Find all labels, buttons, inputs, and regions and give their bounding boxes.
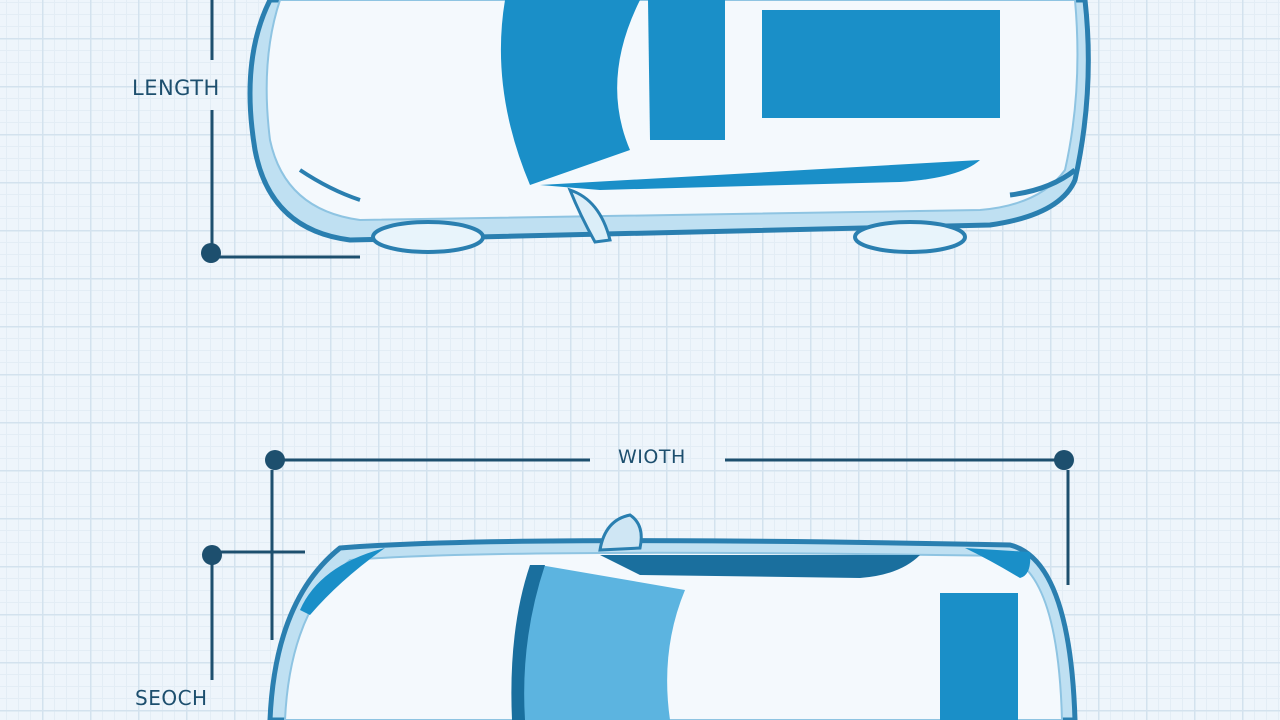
length-label: LENGTH <box>132 76 220 100</box>
car-bottom-view <box>267 513 1078 720</box>
bottom-dimension-label: SEOCH <box>135 686 208 710</box>
wheel <box>371 220 967 254</box>
car-top-view <box>247 0 1091 254</box>
length-dimension-line <box>201 0 360 263</box>
width-label: WIOTH <box>618 446 686 468</box>
width-dimension-line <box>265 450 1074 640</box>
side-dimension-line <box>202 545 305 680</box>
